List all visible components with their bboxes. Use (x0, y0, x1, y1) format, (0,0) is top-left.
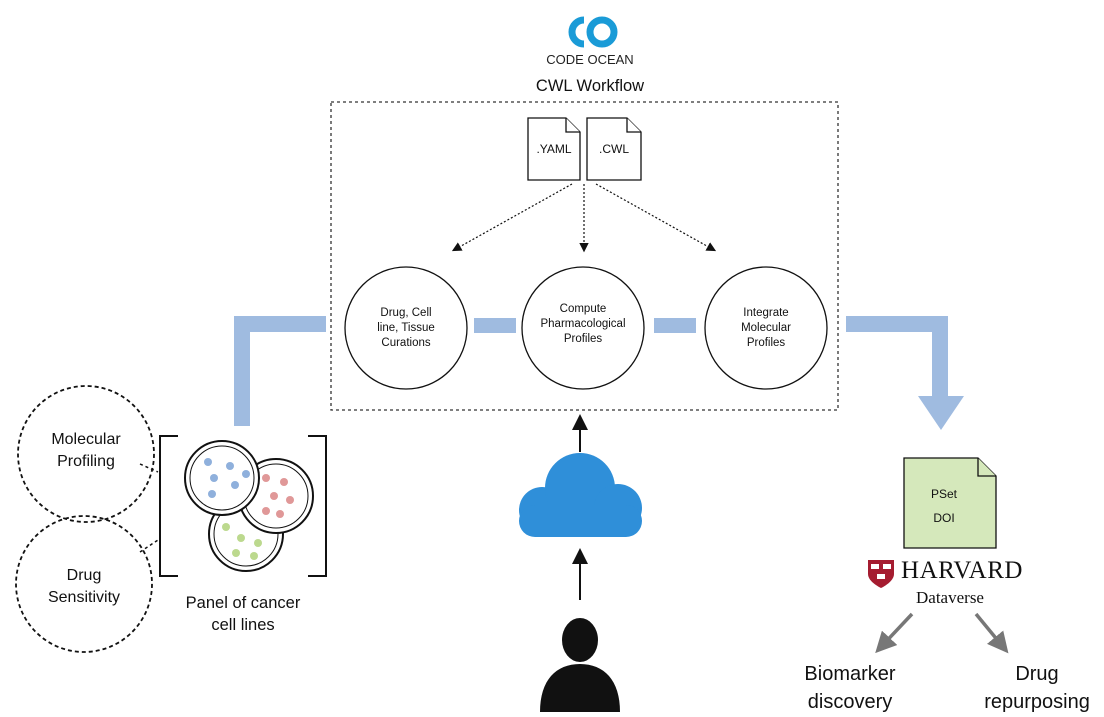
dataverse-label: Dataverse (916, 588, 984, 607)
step-connector (654, 318, 696, 333)
harvard-shield-icon (868, 560, 894, 588)
yaml-file-icon (527, 117, 581, 181)
output-flow-arrow (846, 316, 964, 430)
left-bracket (159, 435, 178, 577)
right-bracket (308, 435, 327, 577)
drug-sensitivity-circle (15, 515, 153, 653)
to-repurposing-arrow (974, 612, 1009, 654)
molecular-profiling-circle (17, 385, 155, 523)
yaml-file-label: .YAML (536, 142, 572, 156)
cloud-icon (519, 453, 642, 537)
step-connector (474, 318, 516, 333)
code-ocean-logo (568, 16, 618, 48)
workflow-box (330, 101, 839, 411)
file-to-step-arrows (451, 183, 717, 253)
petri-dishes-icon (184, 440, 314, 572)
user-icon (540, 618, 620, 712)
step-circle-curations (344, 266, 468, 390)
blue-dish (184, 440, 260, 516)
document-icon (903, 457, 997, 549)
brand-name: CODE OCEAN (546, 52, 634, 67)
cwl-file-icon (586, 117, 642, 181)
sensitivity-connector (139, 539, 159, 553)
step-circle-pharmacological (521, 266, 645, 390)
input-flow-arrow (234, 316, 326, 426)
workflow-title: CWL Workflow (535, 77, 645, 95)
cwl-file-label: .CWL (599, 142, 629, 156)
step-circle-molecular (704, 266, 828, 390)
to-biomarker-arrow (875, 612, 914, 654)
harvard-wordmark: HARVARD (901, 557, 1023, 584)
